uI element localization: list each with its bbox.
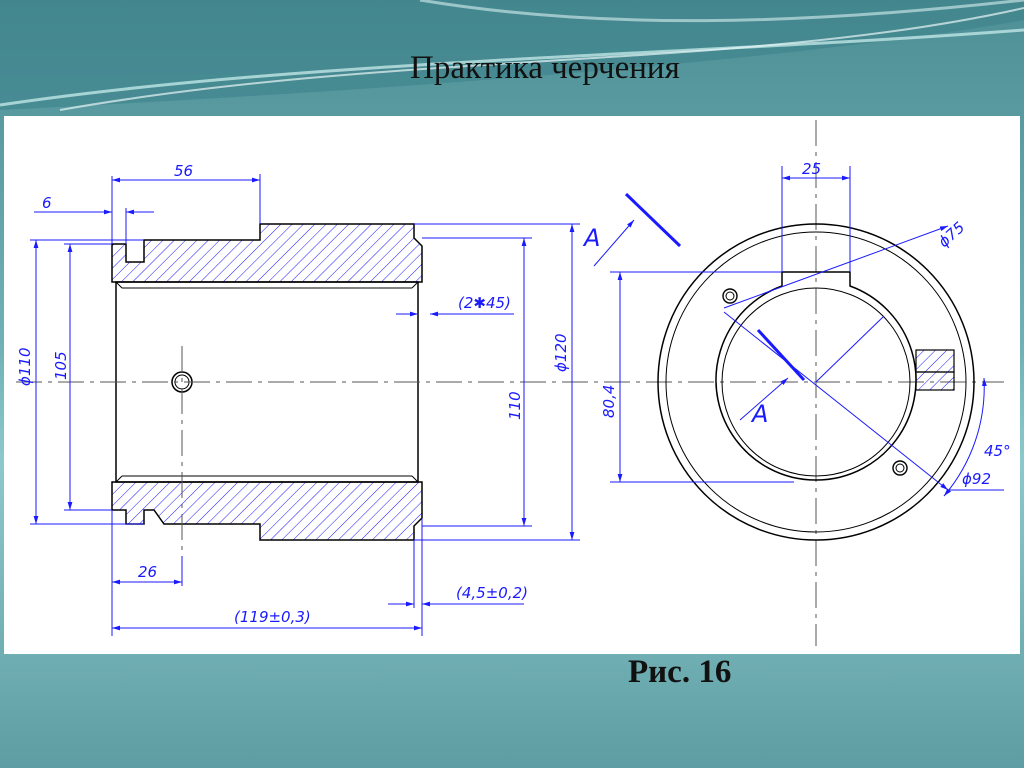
section-label-center: A xyxy=(750,400,768,428)
side-slot xyxy=(915,349,955,373)
end-view: 25 ϕ75 80,4 45° ϕ92 A A xyxy=(582,120,1011,646)
dim-height-80-4: 80,4 xyxy=(600,385,618,418)
hatch-bottom-wall xyxy=(111,481,423,541)
dim-inner-110: 110 xyxy=(506,391,524,420)
bore-with-keyway xyxy=(715,271,917,481)
hatch-top-wall xyxy=(111,223,423,283)
dim-chamfer: (2✱45) xyxy=(458,294,511,312)
dim-width-56: 56 xyxy=(174,162,193,180)
slide-title: Практика черчения xyxy=(410,50,680,86)
dim-keyway-25: 25 xyxy=(802,160,821,178)
dim-total-length: (119±0,3) xyxy=(234,608,311,626)
dim-diameter-92: ϕ92 xyxy=(962,470,991,488)
small-hole-bottom xyxy=(892,460,908,476)
dim-hole-pos-26: 26 xyxy=(138,563,157,581)
figure-caption: Рис. 16 xyxy=(628,654,732,690)
dim-diameter-120: ϕ120 xyxy=(552,333,570,372)
dim-diameter-75: ϕ75 xyxy=(935,218,969,251)
section-label-top: A xyxy=(582,224,600,252)
dim-offset-45: (4,5±0,2) xyxy=(456,584,528,602)
decorative-wave-band xyxy=(0,0,1024,111)
drawing-canvas: 56 6 (2✱45) ϕ110 105 ϕ120 110 26 (119±0,… xyxy=(16,120,1011,646)
dim-angle-45: 45° xyxy=(984,442,1011,460)
dim-diameter-110: ϕ110 xyxy=(16,347,34,386)
dim-105: 105 xyxy=(52,351,70,380)
technical-drawing: 56 6 (2✱45) ϕ110 105 ϕ120 110 26 (119±0,… xyxy=(4,116,1020,654)
section-view: 56 6 (2✱45) ϕ110 105 ϕ120 110 26 (119±0,… xyxy=(16,162,1004,636)
dim-groove-6: 6 xyxy=(42,194,52,212)
small-hole-top xyxy=(722,288,738,304)
